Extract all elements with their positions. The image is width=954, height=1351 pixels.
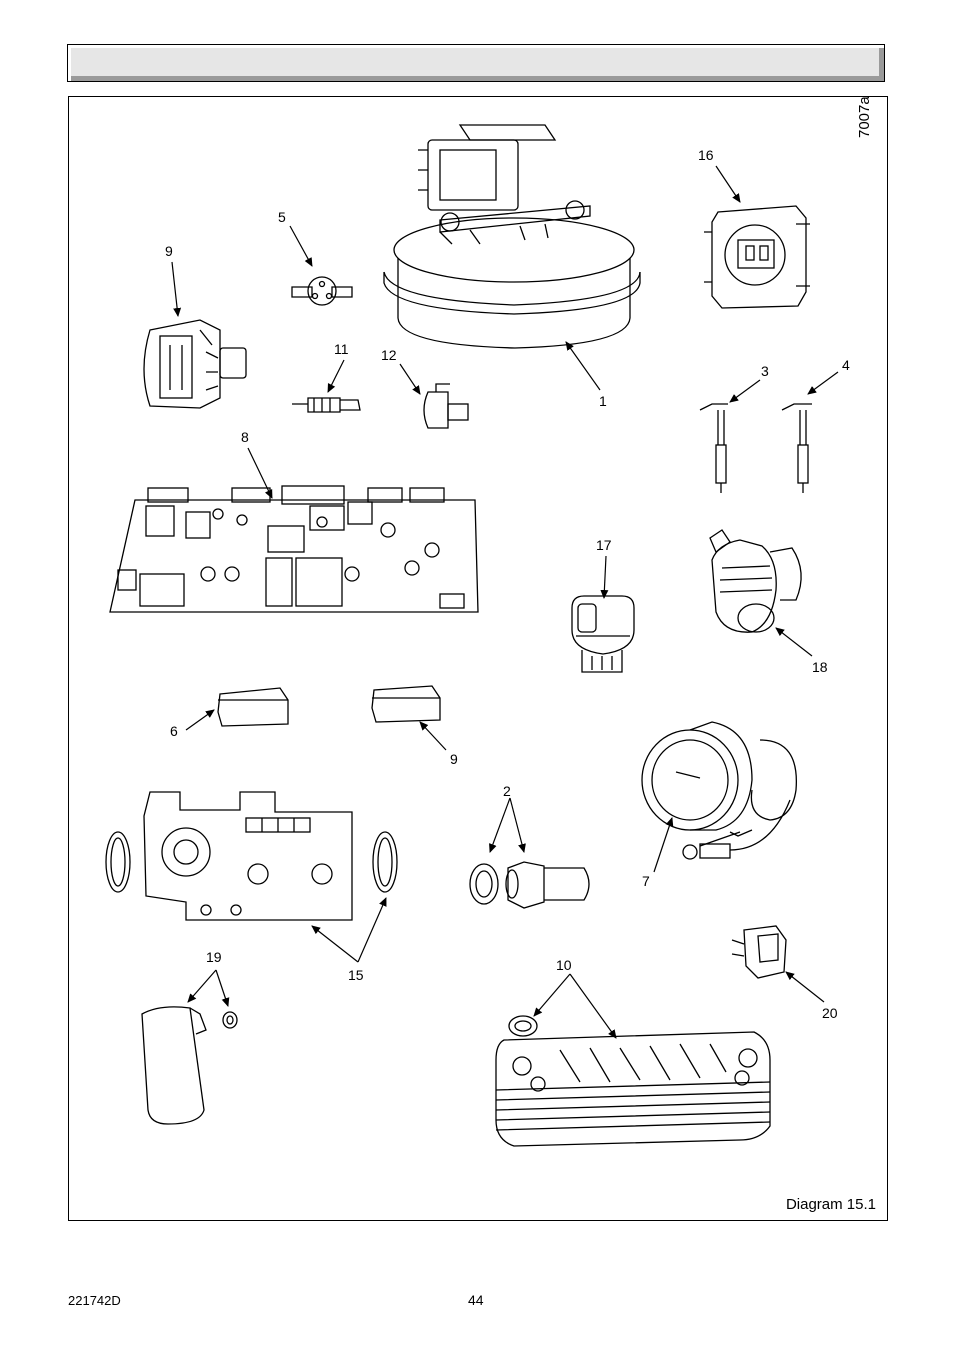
thermistor-part (423, 383, 469, 429)
air-vent-part (571, 595, 635, 673)
callout-18: 18 (812, 659, 828, 675)
callout-16: 16 (698, 147, 714, 163)
callout-6: 6 (170, 723, 178, 739)
callout-8: 8 (241, 429, 249, 445)
callout-10: 10 (556, 957, 572, 973)
document-number: 221742D (68, 1293, 121, 1308)
diagram-caption: Diagram 15.1 (785, 1196, 876, 1213)
callout-12: 12 (381, 347, 397, 363)
callout-17: 17 (596, 537, 612, 553)
callout-9b: 9 (450, 751, 458, 767)
clip-part (291, 276, 353, 306)
heat-exchanger-part (495, 1015, 771, 1147)
diagram-frame (68, 96, 888, 1221)
callout-11: 11 (334, 341, 349, 357)
section-header-bar (67, 44, 885, 82)
fuse-part-6 (217, 687, 289, 727)
gas-valve-part (105, 791, 398, 921)
figure-code: 7007a (856, 96, 873, 138)
header-bar-fill (71, 48, 879, 76)
callout-20: 20 (822, 1005, 838, 1021)
electrode-part-3 (699, 403, 728, 493)
callout-3: 3 (761, 363, 769, 379)
leader-arrows (171, 165, 839, 1039)
potentiometer-part (143, 319, 247, 409)
fan-assembly-part (383, 124, 641, 349)
callout-15: 15 (348, 967, 364, 983)
inlet-fitting-part (469, 861, 590, 909)
callout-4: 4 (842, 357, 850, 373)
pressure-gauge-part (641, 721, 797, 860)
callout-5: 5 (278, 209, 286, 225)
callout-labels: 9 5 1 16 11 12 3 4 8 17 18 6 9 2 7 15 19… (165, 147, 850, 1021)
condensate-trap-part (141, 1006, 238, 1125)
callout-9a: 9 (165, 243, 173, 259)
pressure-switch-part (704, 205, 810, 309)
fuse-part-9 (371, 685, 441, 723)
page-number: 44 (468, 1292, 484, 1308)
callout-1: 1 (599, 393, 607, 409)
rocker-switch-part (731, 925, 787, 979)
callout-7: 7 (642, 873, 650, 889)
pcb-part (109, 485, 479, 613)
callout-19: 19 (206, 949, 222, 965)
pressure-relief-valve-part (709, 529, 802, 633)
callout-2: 2 (503, 783, 511, 799)
temperature-sensor-part (292, 397, 361, 413)
electrode-part-4 (781, 403, 812, 493)
